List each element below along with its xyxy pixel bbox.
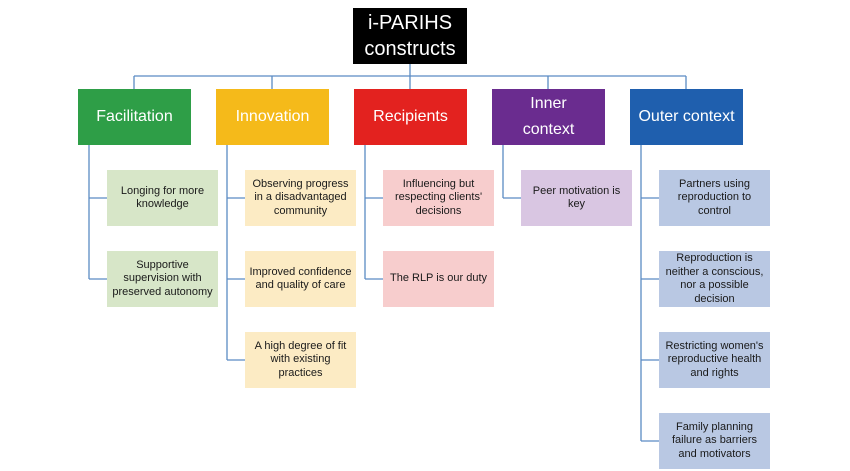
heading-inner-context: Inner context	[492, 89, 605, 145]
heading-recipients: Recipients	[354, 89, 467, 145]
outer-context-item: Restricting women's reproductive health …	[659, 332, 770, 388]
facilitation-item: Longing for more knowledge	[107, 170, 218, 226]
heading-innovation: Innovation	[216, 89, 329, 145]
innovation-item: Observing progress in a disadvantaged co…	[245, 170, 356, 226]
root-node: i-PARIHS constructs	[353, 8, 467, 64]
root-title-line2: constructs	[364, 38, 456, 60]
innovation-item: Improved confidence and quality of care	[245, 251, 356, 307]
outer-context-item: Family planning failure as barriers and …	[659, 413, 770, 469]
heading-outer-context: Outer context	[630, 89, 743, 145]
facilitation-item: Supportive supervision with preserved au…	[107, 251, 218, 307]
recipients-item: The RLP is our duty	[383, 251, 494, 307]
root-title-line1: i-PARIHS	[367, 12, 453, 34]
innovation-item: A high degree of fit with existing pract…	[245, 332, 356, 388]
outer-context-item: Partners using reproduction to control	[659, 170, 770, 226]
inner-context-item: Peer motivation is key	[521, 170, 632, 226]
recipients-item: Influencing but respecting clients' deci…	[383, 170, 494, 226]
heading-facilitation: Facilitation	[78, 89, 191, 145]
outer-context-item: Reproduction is neither a conscious, nor…	[659, 251, 770, 307]
